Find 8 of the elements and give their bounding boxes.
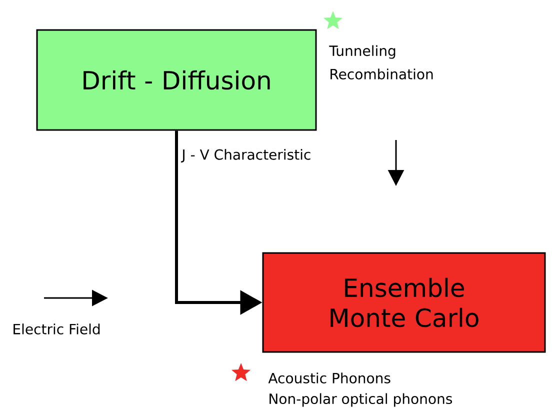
process-box: Drift - Diffusion	[36, 29, 317, 131]
note-text: Recombination	[330, 68, 433, 80]
note-text: Acoustic Phonons	[268, 372, 390, 384]
edge-label: J - V Characteristic	[180, 149, 310, 162]
note-text: Tunneling	[329, 45, 396, 59]
note-text: Non-polar optical phonons	[270, 393, 452, 407]
field-label: Electric Field	[14, 324, 100, 334]
process-box: Ensemble Monte Carlo	[262, 252, 546, 353]
